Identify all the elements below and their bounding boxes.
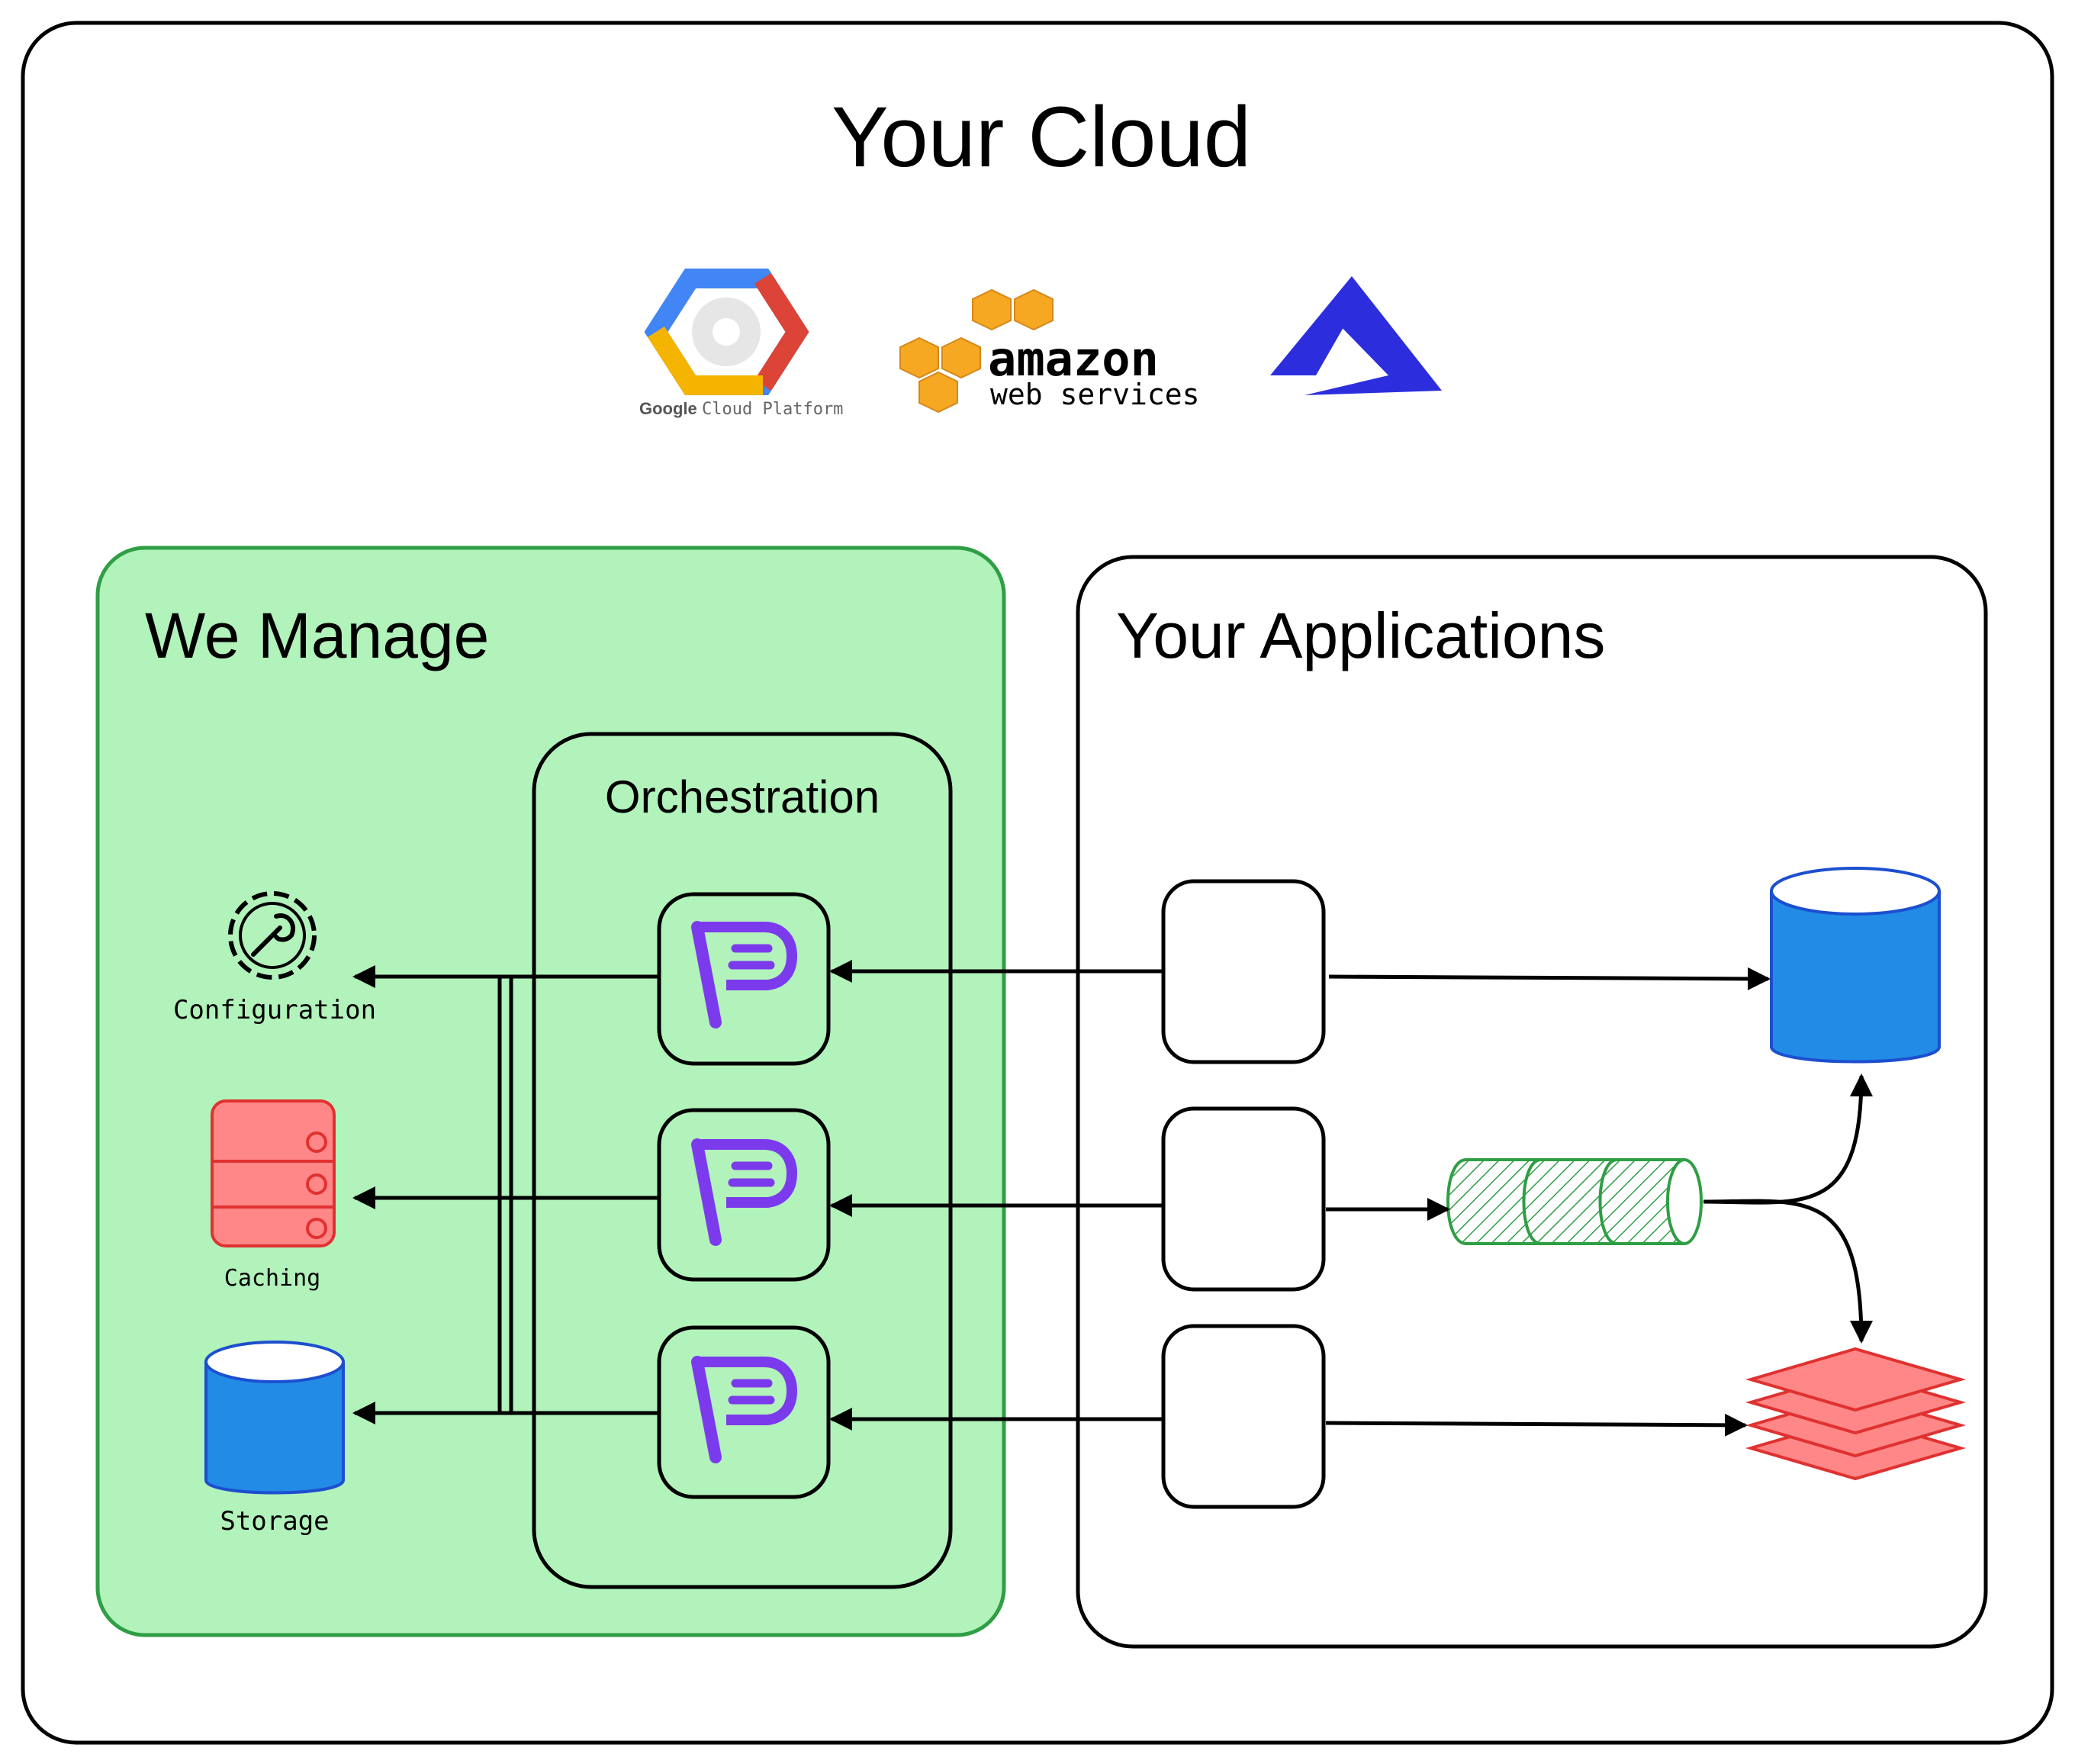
aws-line1-text: amazon <box>988 331 1159 387</box>
configuration-service: Configuration <box>173 891 376 1025</box>
app-to-worker-arrows <box>829 960 1163 1431</box>
gcp-brand-text: Google <box>639 399 697 418</box>
server-rack-icon <box>211 1099 336 1247</box>
database-icon <box>204 1341 345 1495</box>
worker-to-service-arrows <box>352 965 659 1424</box>
database-icon <box>1770 867 1941 1064</box>
page-title: Your Cloud <box>832 89 1251 185</box>
configuration-label: Configuration <box>173 995 376 1025</box>
azure-logo-icon <box>1270 276 1442 395</box>
app-box <box>1161 879 1326 1064</box>
app-box <box>1161 1106 1326 1292</box>
app-to-target-arrows <box>1325 967 1873 1437</box>
caching-service: Caching <box>211 1099 336 1292</box>
worker-node <box>657 1108 831 1282</box>
gear-wrench-icon <box>228 891 317 980</box>
storage-label: Storage <box>220 1506 329 1537</box>
flag-icon <box>691 1356 797 1463</box>
aws-line2-text: web services <box>990 378 1200 411</box>
caching-label: Caching <box>224 1265 320 1292</box>
gcp-logo: Google Cloud Platform <box>639 269 843 419</box>
app-layers <box>1745 1347 1967 1481</box>
app-box <box>1161 1324 1326 1509</box>
worker-node <box>657 892 831 1066</box>
we-manage-title: We Manage <box>145 600 489 671</box>
your-applications-title: Your Applications <box>1116 600 1605 671</box>
gcp-product-text: Cloud Platform <box>702 400 843 419</box>
worker-node <box>657 1325 831 1499</box>
aws-logo: amazon web services <box>899 288 1200 414</box>
flag-icon <box>691 1138 797 1246</box>
app-queue <box>1446 1158 1703 1245</box>
storage-service: Storage <box>204 1341 345 1537</box>
app-database <box>1770 867 1941 1064</box>
orchestration-label: Orchestration <box>605 771 880 822</box>
flag-icon <box>691 921 797 1028</box>
orchestration-box <box>532 732 953 1589</box>
queue-icon <box>1446 1158 1703 1245</box>
layers-icon <box>1745 1347 1967 1481</box>
